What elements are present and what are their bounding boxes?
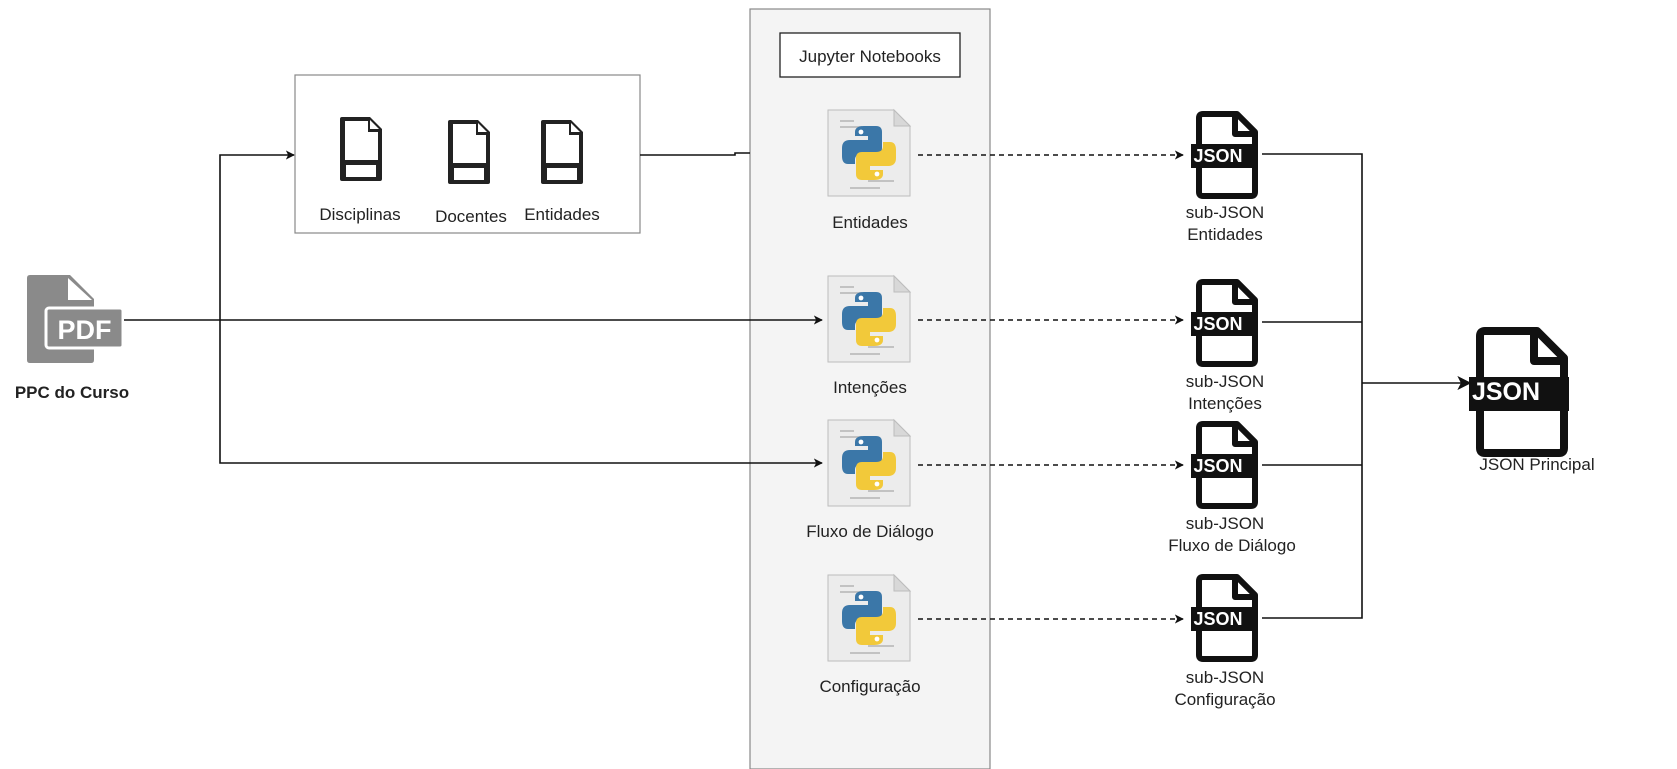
edge-subjson-collector — [1262, 153, 1363, 619]
pdf-label: PPC do Curso — [15, 383, 129, 402]
notebook-label: Fluxo de Diálogo — [806, 522, 934, 541]
csv-label-entidades: Entidades — [524, 205, 600, 224]
sub-json-line2: Entidades — [1187, 225, 1263, 244]
notebook-label: Configuração — [819, 677, 920, 696]
connectors — [124, 150, 1472, 624]
sub-json-line2: Configuração — [1174, 690, 1275, 709]
python-script-icon — [827, 109, 911, 197]
pdf-node: PDF PPC do Curso — [15, 275, 129, 402]
edge-pdf-to-csv — [219, 150, 295, 320]
sub-json-line1: sub-JSON — [1186, 203, 1264, 222]
notebook-entidades: Entidades — [827, 109, 911, 232]
csv-badge: CSV — [553, 170, 572, 180]
json-badge: JSON — [1193, 609, 1242, 629]
notebooks-title: Jupyter Notebooks — [799, 47, 941, 66]
csv-badge: CSV — [460, 170, 479, 180]
edge-csv-to-panel — [640, 152, 750, 156]
notebook-label: Intenções — [833, 378, 907, 397]
json-badge: JSON — [1193, 456, 1242, 476]
sub-json-line1: sub-JSON — [1186, 514, 1264, 533]
sub-json-entidades: JSON sub-JSON Entidades — [1186, 114, 1264, 244]
python-script-icon — [827, 574, 911, 662]
csv-label-disciplinas: Disciplinas — [319, 205, 400, 224]
notebook-fluxo: Fluxo de Diálogo — [806, 419, 934, 541]
sub-json-fluxo: JSON sub-JSON Fluxo de Diálogo — [1168, 424, 1296, 555]
sub-json-line1: sub-JSON — [1186, 372, 1264, 391]
csv-file-docentes: CSV Docentes — [435, 120, 507, 226]
python-script-icon — [827, 419, 911, 507]
pdf-badge: PDF — [58, 315, 112, 345]
csv-badge: CSV — [352, 167, 371, 177]
csv-label-docentes: Docentes — [435, 207, 507, 226]
sub-json-line2: Intenções — [1188, 394, 1262, 413]
notebook-configuracao: Configuração — [819, 574, 921, 696]
json-badge: JSON — [1193, 146, 1242, 166]
sub-json-line2: Fluxo de Diálogo — [1168, 536, 1296, 555]
csv-file-entidades: CSV Entidades — [524, 120, 600, 224]
edge-pdf-to-fluxo — [219, 320, 823, 468]
main-json-label: JSON Principal — [1479, 455, 1594, 474]
pdf-file-icon — [27, 275, 125, 363]
sub-json-intencoes: JSON sub-JSON Intenções — [1186, 282, 1264, 413]
sub-json-configuracao: JSON sub-JSON Configuração — [1174, 577, 1276, 709]
notebook-label: Entidades — [832, 213, 908, 232]
python-script-icon — [827, 275, 911, 363]
notebook-intencoes: Intenções — [827, 275, 911, 397]
csv-file-disciplinas: CSV Disciplinas — [319, 117, 401, 224]
main-json: JSON JSON Principal — [1469, 331, 1595, 474]
sub-json-line1: sub-JSON — [1186, 668, 1264, 687]
csv-group: CSV Disciplinas CSV Docentes CSV Entidad… — [294, 74, 641, 234]
json-badge: JSON — [1193, 314, 1242, 334]
json-badge: JSON — [1472, 378, 1540, 406]
notebooks-title-box: Jupyter Notebooks — [779, 32, 961, 78]
